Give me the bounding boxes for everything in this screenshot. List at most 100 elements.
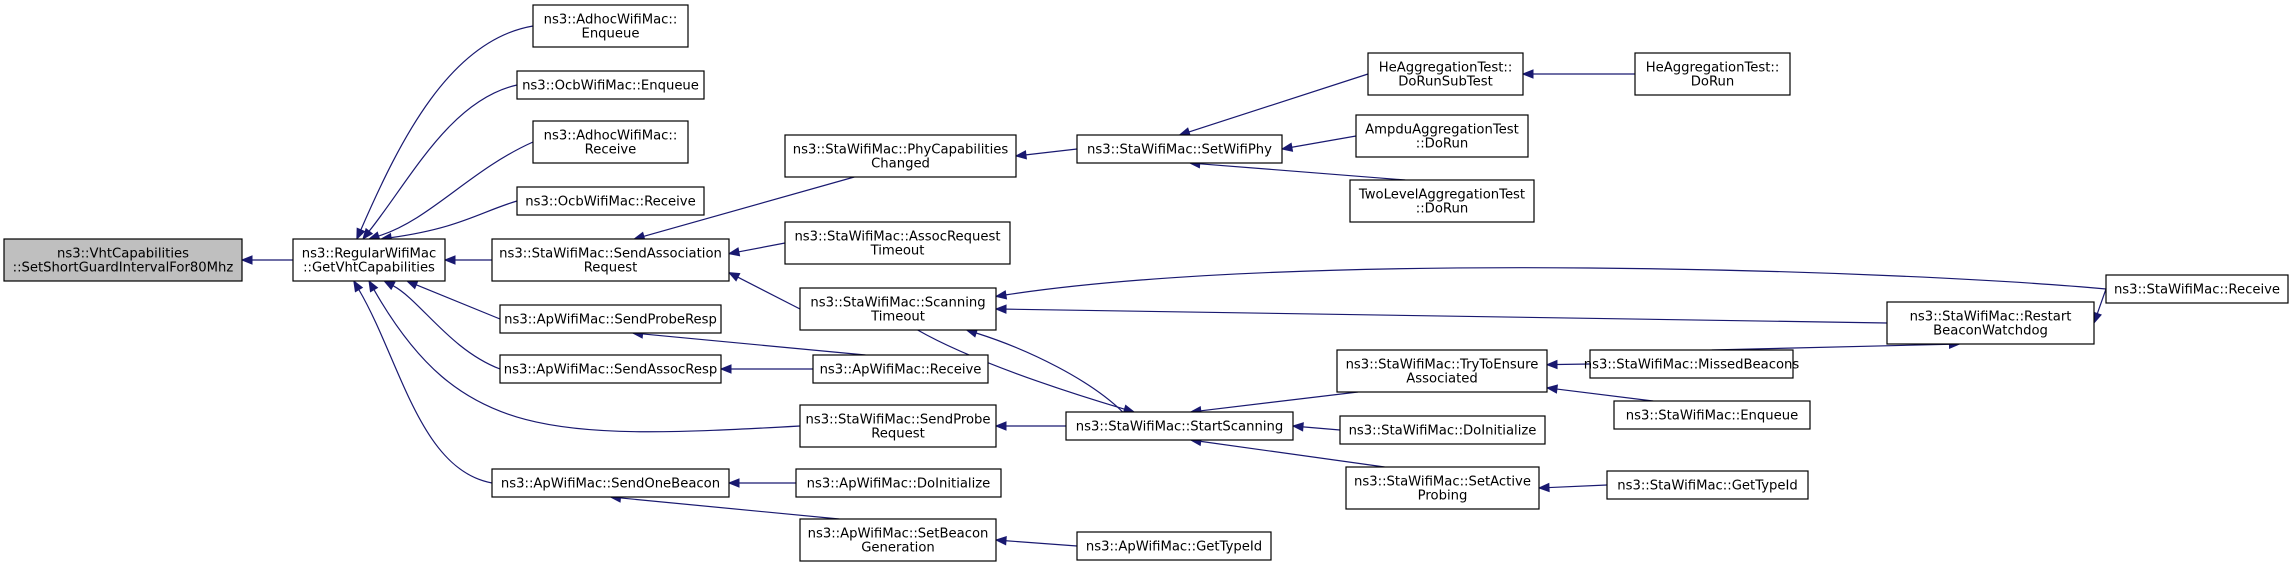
node-ocb-enq[interactable]: ns3::OcbWifiMac::Enqueue: [516, 70, 705, 100]
edge-send_probe_req-to-getvht: [368, 279, 801, 433]
edge-ap_doinit-to-ap_send_one_beacon: [727, 478, 796, 488]
node-label: Associated: [1406, 372, 1477, 387]
edge-ap_gettypeid-to-ap_set_beacon_gen: [994, 536, 1078, 547]
node-box: [799, 404, 997, 448]
node-getvht[interactable]: ns3::RegularWifiMac::GetVhtCapabilities: [292, 238, 446, 282]
edge-line: [1200, 391, 1359, 412]
arrowhead: [727, 247, 741, 257]
node-box: [1349, 179, 1535, 223]
node-adhoc-enq[interactable]: ns3::AdhocWifiMac::Enqueue: [532, 4, 689, 48]
edge-ocb_enq-to-getvht: [362, 84, 518, 241]
edge-he_dorun-to-he_subtest: [1521, 69, 1635, 79]
edge-ocb_recv-to-getvht: [379, 200, 518, 243]
arrowhead: [994, 536, 1007, 546]
arrowhead: [727, 478, 740, 488]
node-box: [1076, 531, 1272, 561]
edge-line: [737, 276, 801, 310]
edge-line: [1199, 163, 1406, 181]
node-box: [1076, 134, 1283, 164]
node-box: [1065, 411, 1294, 441]
node-ap-send-one-beacon[interactable]: ns3::ApWifiMac::SendOneBeacon: [491, 468, 730, 498]
arrowhead: [2093, 311, 2102, 325]
arrowhead: [1545, 359, 1558, 370]
node-start-scanning[interactable]: ns3::StaWifiMac::StartScanning: [1065, 411, 1294, 441]
node-sta-doinit[interactable]: ns3::StaWifiMac::DoInitialize: [1339, 415, 1546, 445]
node-label: ns3::ApWifiMac::SendOneBeacon: [501, 477, 720, 492]
node-ap-receive[interactable]: ns3::ApWifiMac::Receive: [812, 354, 989, 384]
node-sta-enqueue[interactable]: ns3::StaWifiMac::Enqueue: [1613, 400, 1811, 430]
node-box: [812, 354, 989, 384]
node-label: Request: [871, 427, 925, 442]
node-label: ns3::OcbWifiMac::Enqueue: [522, 79, 699, 94]
arrowhead: [1280, 142, 1294, 152]
edge-line: [1556, 388, 1654, 402]
edge-line: [1200, 440, 1385, 468]
node-ampdu-test[interactable]: AmpduAggregationTest::DoRun: [1355, 114, 1529, 158]
node-twolevel-test[interactable]: TwoLevelAggregationTest::DoRun: [1349, 179, 1535, 223]
node-label: Request: [584, 261, 638, 276]
node-label: Enqueue: [581, 27, 639, 42]
node-box: [1367, 52, 1524, 96]
node-ap-gettypeid[interactable]: ns3::ApWifiMac::GetTypeId: [1076, 531, 1272, 561]
node-ap-doinit[interactable]: ns3::ApWifiMac::DoInitialize: [795, 468, 1002, 498]
arrowhead: [1521, 69, 1534, 79]
node-he-dorun[interactable]: HeAggregationTest::DoRun: [1634, 52, 1791, 96]
edge-line: [368, 84, 518, 232]
node-label: HeAggregationTest::: [1646, 61, 1780, 76]
node-box: [1355, 114, 1529, 158]
edge-ampdu_test-to-set_wifi_phy: [1280, 135, 1357, 152]
node-box: [499, 354, 722, 384]
node-sta-receive[interactable]: ns3::StaWifiMac::Receive: [2105, 274, 2289, 304]
edge-line: [620, 497, 840, 520]
node-label: TwoLevelAggregationTest: [1358, 188, 1525, 203]
node-box: [1339, 415, 1546, 445]
node-label: ns3::StaWifiMac::Scanning: [810, 296, 985, 311]
node-label: ns3::StaWifiMac::Restart: [1910, 310, 2072, 325]
node-missed-beacons[interactable]: ns3::StaWifiMac::MissedBeacons: [1584, 349, 1800, 379]
node-box: [532, 4, 689, 48]
node-ap-send-assoc-resp[interactable]: ns3::ApWifiMac::SendAssocResp: [499, 354, 722, 384]
arrowhead: [353, 279, 364, 293]
node-box: [292, 238, 446, 282]
node-label: Timeout: [870, 244, 925, 259]
node-ap-send-probe-resp[interactable]: ns3::ApWifiMac::SendProbeResp: [499, 304, 722, 334]
node-ocb-recv[interactable]: ns3::OcbWifiMac::Receive: [516, 186, 705, 216]
node-sta-gettypeid[interactable]: ns3::StaWifiMac::GetTypeId: [1606, 470, 1809, 500]
arrowhead: [443, 255, 456, 265]
edge-sta_receive-to-restart_watchdog: [2093, 288, 2107, 325]
edge-line: [416, 284, 501, 320]
node-label: ns3::RegularWifiMac: [302, 247, 437, 262]
edge-line: [390, 200, 518, 239]
node-label: ns3::ApWifiMac::SetBeacon: [808, 527, 989, 542]
node-label: ns3::AdhocWifiMac::: [544, 129, 678, 144]
node-label: ns3::ApWifiMac::Receive: [820, 363, 982, 378]
edge-ap_send_probe_resp-to-getvht: [405, 280, 501, 320]
edge-line: [1005, 540, 1078, 547]
edge-line: [1005, 308, 1888, 324]
edge-line: [1556, 363, 1591, 366]
node-root: ns3::VhtCapabilities::SetShortGuardInter…: [3, 238, 243, 282]
node-he-subtest[interactable]: HeAggregationTest::DoRunSubTest: [1367, 52, 1524, 96]
edge-scanning_timeout-to-send_assoc_req: [727, 271, 801, 310]
node-box: [799, 518, 997, 562]
node-adhoc-recv[interactable]: ns3::AdhocWifiMac::Receive: [532, 120, 689, 164]
node-box: [532, 120, 689, 164]
edge-adhoc_enq-to-getvht: [356, 25, 534, 241]
node-set-wifi-phy[interactable]: ns3::StaWifiMac::SetWifiPhy: [1076, 134, 1283, 164]
arrowhead: [994, 304, 1007, 314]
edge-ap_send_one_beacon-to-getvht: [353, 279, 493, 484]
edge-sta_doinit-to-start_scanning: [1291, 422, 1341, 432]
edge-ap_send_assoc_resp-to-getvht: [383, 280, 501, 370]
arrowhead: [1537, 482, 1550, 493]
edge-try_ensure-to-start_scanning: [1189, 391, 1359, 416]
node-label: ns3::StaWifiMac::GetTypeId: [1617, 479, 1798, 494]
